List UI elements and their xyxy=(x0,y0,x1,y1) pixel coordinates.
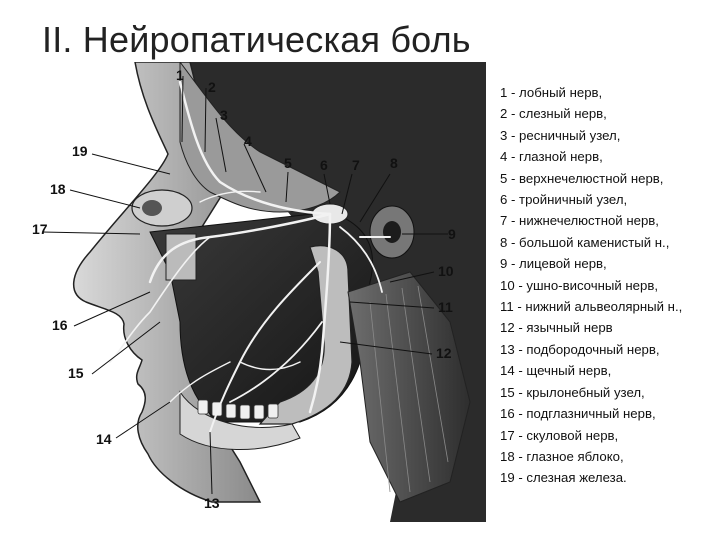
ear-canal xyxy=(383,221,401,243)
slide-title: II. Нейропатическая боль xyxy=(42,19,471,60)
label-5: 5 xyxy=(284,155,292,171)
legend-item-5: 5 - верхнечелюстной нерв, xyxy=(500,170,664,186)
label-11: 11 xyxy=(438,299,453,315)
legend-item-2: 2 - слезный нерв, xyxy=(500,106,607,122)
legend-item-18: 18 - глазное яблоко, xyxy=(500,448,624,464)
callout-lines xyxy=(41,75,448,495)
legend-item-14: 14 - щечный нерв, xyxy=(500,363,612,379)
label-19: 19 xyxy=(72,143,88,159)
label-3: 3 xyxy=(220,107,228,123)
legend-item-12: 12 - язычный нерв xyxy=(500,320,613,336)
muscle-striations xyxy=(369,285,449,493)
label-9: 9 xyxy=(448,226,456,242)
label-1: 1 xyxy=(176,67,184,83)
label-16: 16 xyxy=(52,317,68,333)
legend-item-13: 13 - подбородочный нерв, xyxy=(500,341,660,357)
legend-item-17: 17 - скуловой нерв, xyxy=(500,427,619,443)
legend-item-11: 11 - нижний альвеолярный н., xyxy=(500,299,683,315)
background-tissue xyxy=(140,62,486,522)
lower-teeth xyxy=(197,399,279,420)
eyeball-iris xyxy=(142,200,162,216)
legend-item-16: 16 - подглазничный нерв, xyxy=(500,406,656,422)
label-18: 18 xyxy=(50,181,66,197)
legend-item-7: 7 - нижнечелюстной нерв, xyxy=(500,213,659,229)
label-6: 6 xyxy=(320,157,328,173)
legend-item-8: 8 - большой каменистый н., xyxy=(500,234,670,250)
label-7: 7 xyxy=(352,157,360,173)
legend-item-10: 10 - ушно-височный нерв, xyxy=(500,277,659,293)
legend-item-4: 4 - глазной нерв, xyxy=(500,149,603,165)
legend-item-9: 9 - лицевой нерв, xyxy=(500,256,607,272)
legend-item-3: 3 - ресничный узел, xyxy=(500,127,621,143)
trigeminal-nerve-drawing: 1 2 3 4 5 6 7 8 9 10 11 12 13 14 15 16 1… xyxy=(30,62,486,522)
label-12: 12 xyxy=(436,345,452,361)
nerve-branches xyxy=(109,80,391,433)
legend-item-6: 6 - тройничный узел, xyxy=(500,192,628,208)
legend-item-1: 1 - лобный нерв, xyxy=(500,85,603,100)
label-10: 10 xyxy=(438,263,454,279)
legend-item-15: 15 - крылонебный узел, xyxy=(500,384,645,400)
legend-item-19: 19 - слезная железа. xyxy=(500,470,627,486)
label-14: 14 xyxy=(96,431,112,447)
legend-list: 1 - лобный нерв, 2 - слезный нерв, 3 - р… xyxy=(500,82,718,489)
label-17: 17 xyxy=(32,221,48,237)
anatomy-illustration: 1 2 3 4 5 6 7 8 9 10 11 12 13 14 15 16 1… xyxy=(30,62,486,522)
neck-muscles xyxy=(347,271,471,503)
label-4: 4 xyxy=(244,133,252,149)
label-15: 15 xyxy=(68,365,84,381)
label-2: 2 xyxy=(208,79,216,95)
label-8: 8 xyxy=(390,155,398,171)
label-13: 13 xyxy=(204,495,220,511)
